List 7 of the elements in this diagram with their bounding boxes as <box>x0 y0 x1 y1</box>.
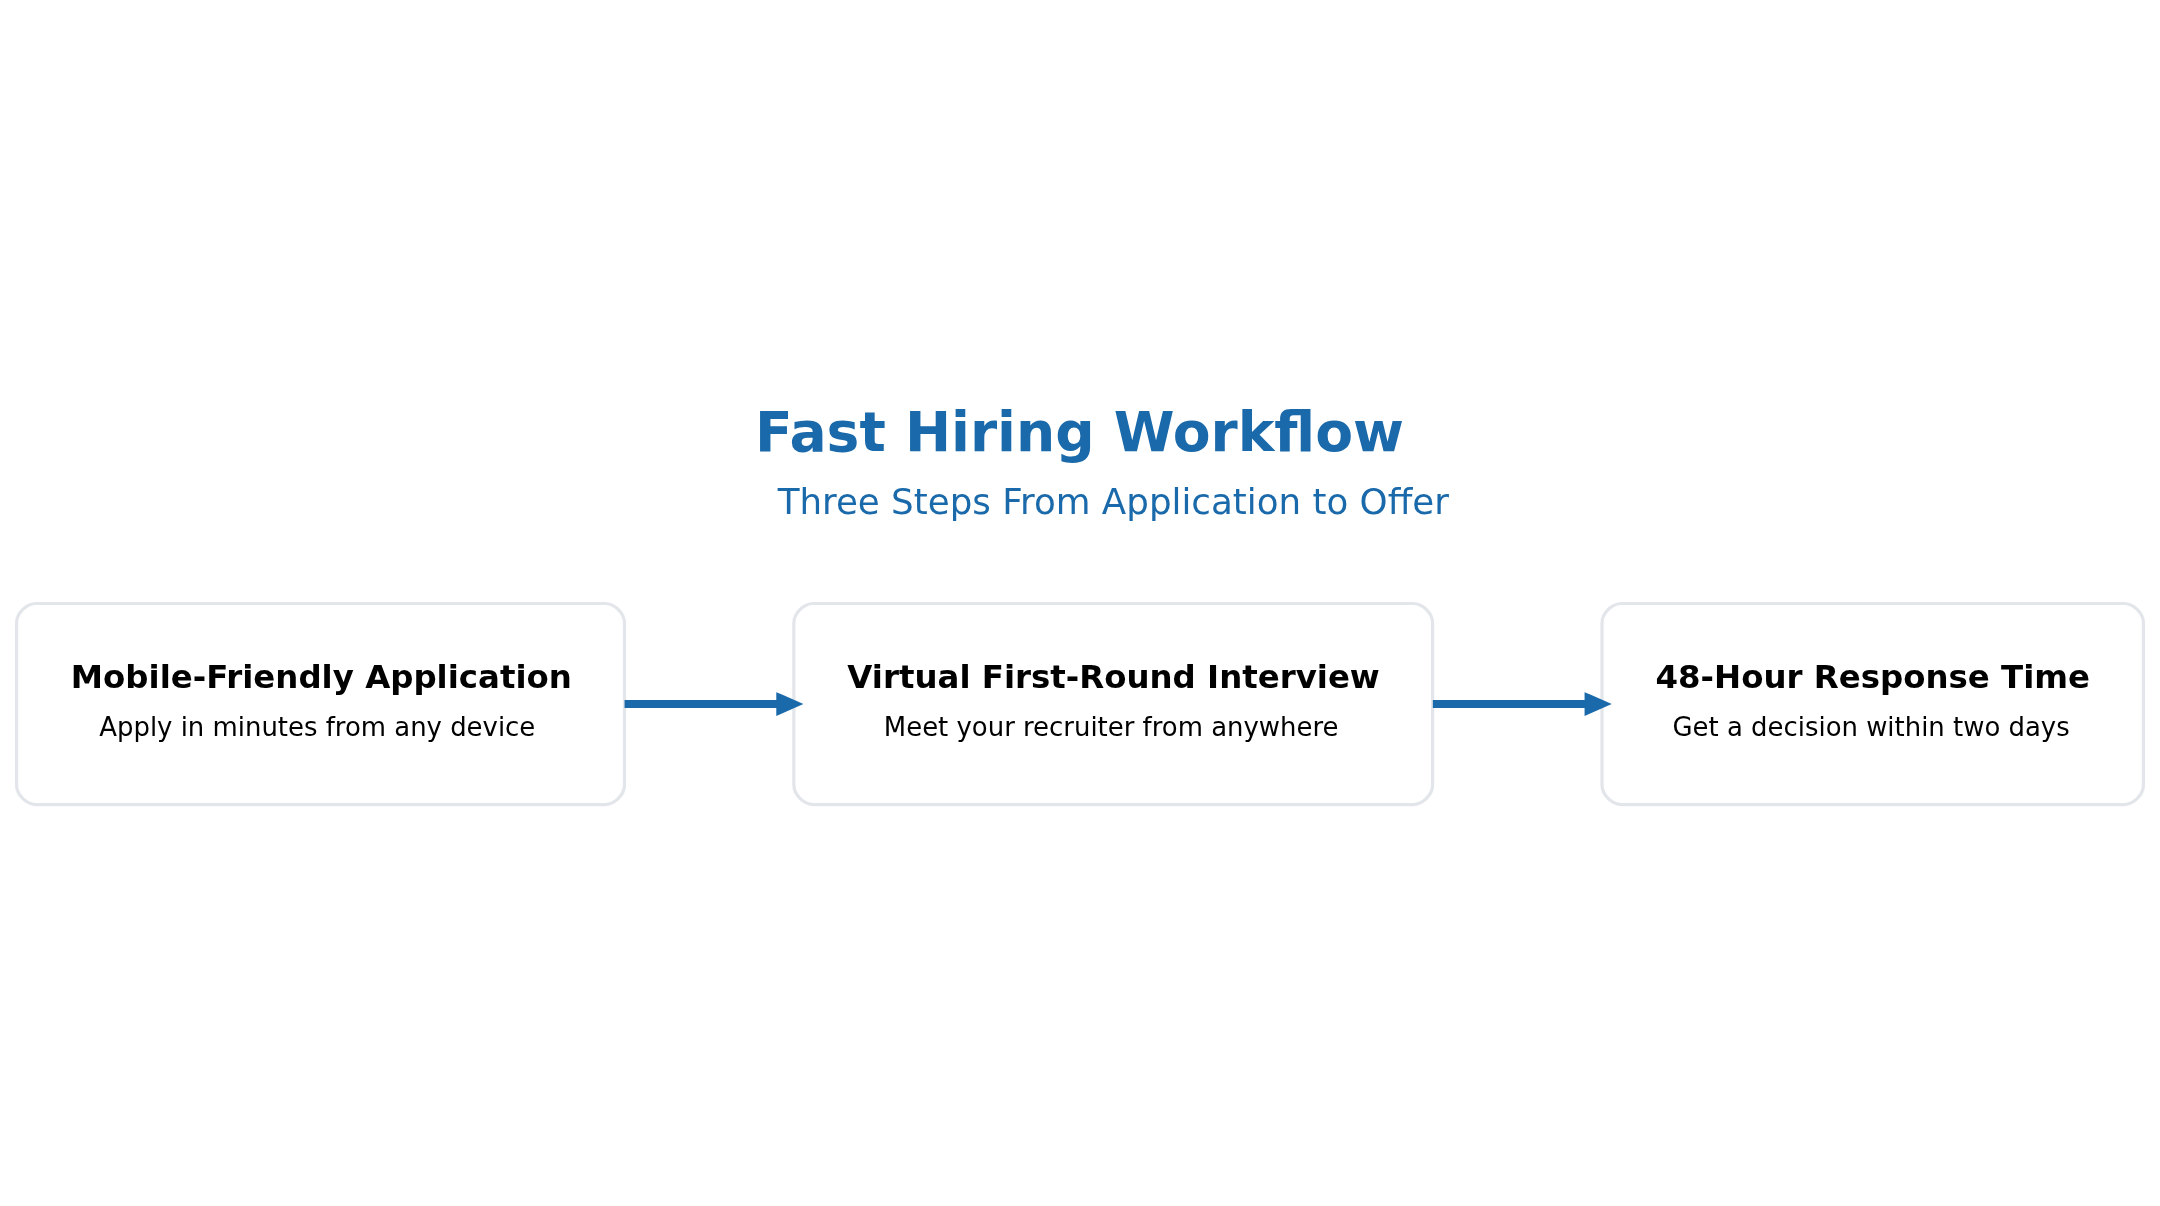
node-box: Virtual First-Round Interview Meet your recruiter from anywhere <box>792 601 1435 806</box>
node-box: 48-Hour Response Time Get a decision within two days <box>1600 601 2146 806</box>
label: Three Steps From Application to Offer <box>777 480 1449 522</box>
arrow <box>624 691 804 716</box>
arrow <box>1432 691 1612 716</box>
node-box: Mobile-Friendly Application Apply in minutes from any device <box>14 601 627 806</box>
diagram-title: Fast Hiring Workflow <box>754 399 1404 464</box>
